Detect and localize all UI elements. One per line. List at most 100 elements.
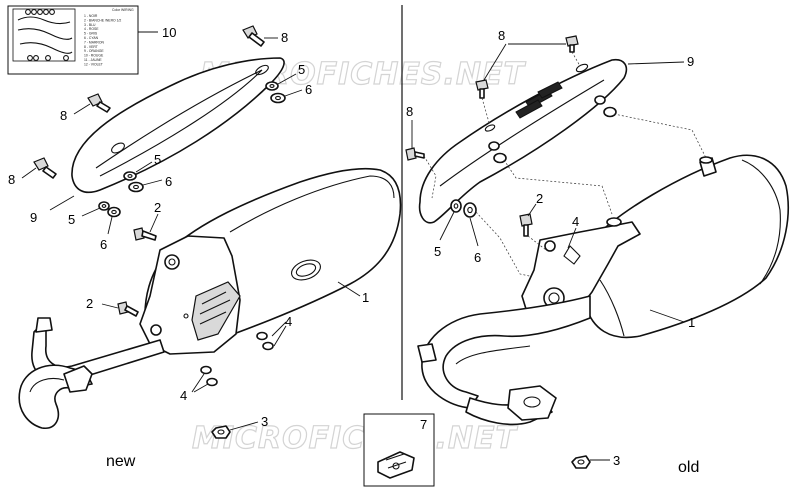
- washer-pair-old-top-right: [594, 95, 617, 118]
- leader-6-old: [469, 217, 479, 247]
- bolt-8-old-side: [405, 147, 425, 161]
- bolt-8-old-top: [565, 35, 579, 53]
- leader-9-new: [49, 195, 75, 211]
- label-8-new-mid: 8: [60, 108, 67, 123]
- legend-row: 5 - GRIS: [84, 32, 98, 36]
- bolt-2-new-lower: [117, 301, 139, 317]
- legend-row: 11 - JAUNE: [84, 58, 102, 62]
- label-3-old: 3: [613, 453, 620, 468]
- leader-5-new-mid: [135, 161, 153, 173]
- legend-row: 8 - VERT: [84, 45, 98, 49]
- leader-4-new-right-a: [271, 321, 287, 337]
- label-1-new: 1: [362, 290, 369, 305]
- label-8-new-top: 8: [281, 30, 288, 45]
- leader-4-new-left-b: [193, 383, 209, 393]
- leader-6-new-low: [107, 216, 113, 235]
- label-6-new-top: 6: [305, 82, 312, 97]
- label-2-new-lower: 2: [86, 296, 93, 311]
- guide-8-old-top: [571, 51, 581, 67]
- leader-9-old: [627, 61, 685, 65]
- label-8-new-low: 8: [8, 172, 15, 187]
- bolt-8-new-mid: [87, 93, 111, 113]
- legend-callout-circle: [31, 9, 37, 15]
- washer-6-new-low: [107, 206, 121, 218]
- label-2-old: 2: [536, 191, 543, 206]
- label-6-new-low: 6: [100, 237, 107, 252]
- bolt-8-old-mid: [475, 79, 489, 99]
- legend-row: 1 - NOIR: [84, 14, 98, 18]
- washer-5-new-top: [265, 81, 279, 91]
- leader-4-old: [567, 227, 577, 249]
- washer-4-new-right: [256, 331, 274, 351]
- legend-row: 2 - BIANCHE /NERO 1/2: [84, 18, 121, 22]
- label-1-old: 1: [688, 315, 695, 330]
- washer-6-old: [463, 202, 477, 218]
- caption-old: old: [678, 459, 699, 476]
- heat-shield-new: [71, 57, 285, 194]
- label-4-new-left: 4: [180, 388, 187, 403]
- watermark-bottom: MICROFICHES.NET: [192, 421, 519, 456]
- muffler-new: [18, 167, 402, 429]
- muffler-old: [417, 154, 789, 426]
- legend-callout-circle: [43, 9, 49, 15]
- legend-callout-circle: [33, 55, 39, 61]
- leader-5-old: [439, 211, 455, 241]
- leader-2-new-lower: [101, 303, 119, 309]
- leader-2-old: [527, 203, 537, 217]
- label-7: 7: [420, 417, 427, 432]
- caption-new: new: [106, 453, 136, 470]
- label-8-old-side: 8: [406, 104, 413, 119]
- washer-pair-old-top-left: [488, 141, 507, 164]
- nut-3-old: [571, 455, 591, 469]
- label-4-new-right: 4: [285, 314, 292, 329]
- legend-callout-circle: [37, 9, 43, 15]
- leader-1-old: [649, 309, 685, 323]
- bolt-8-new-top: [242, 25, 265, 47]
- legend-row: 9 - ORANGE: [84, 49, 104, 53]
- legend-row: 4 - ROSE: [84, 27, 99, 31]
- label-9-new: 9: [30, 210, 37, 225]
- clip-nut-7-box: [363, 413, 435, 487]
- washer-5-old: [450, 199, 462, 213]
- washer-5-new-low: [98, 201, 110, 211]
- washer-6-new-mid: [128, 181, 144, 193]
- label-8-old-top: 8: [498, 28, 505, 43]
- bolt-8-new-low: [33, 157, 57, 179]
- bolt-2-old: [519, 213, 533, 237]
- label-5-new-mid: 5: [154, 152, 161, 167]
- label-5-new-top: 5: [298, 62, 305, 77]
- guide-washer-old-low: [475, 211, 549, 281]
- label-3-new: 3: [261, 414, 268, 429]
- leader-6-new-mid: [142, 179, 163, 186]
- leader-8-new-mid: [73, 103, 91, 115]
- legend-callout-circle: [25, 9, 31, 15]
- label-6-old: 6: [474, 250, 481, 265]
- leader-4-new-right-b: [273, 325, 287, 347]
- leader-8-old-b: [483, 43, 507, 81]
- washer-6-new-top: [270, 92, 286, 104]
- leader-2-new-upper: [149, 213, 159, 233]
- guide-washer-old-left: [503, 159, 613, 215]
- label-9-old: 9: [687, 54, 694, 69]
- label-10: 10: [162, 25, 176, 40]
- legend-row: 10 - ROUGE: [84, 54, 104, 58]
- label-5-new-low: 5: [68, 212, 75, 227]
- guide-washer-old-right: [613, 113, 707, 159]
- guide-8-old-mid: [481, 97, 491, 127]
- label-2-new-upper: 2: [154, 200, 161, 215]
- leader-6-new-top: [284, 89, 303, 97]
- leader-4-new-left-a: [191, 373, 205, 393]
- leader-5-new-top: [277, 73, 297, 85]
- legend-row: 12 - VIOLET: [84, 62, 103, 66]
- legend-header: Color WIRING: [112, 8, 134, 12]
- label-6-new-mid: 6: [165, 174, 172, 189]
- legend-row: 7 - MARRON: [84, 40, 105, 44]
- legend-callout-circle: [63, 55, 69, 61]
- leader-8-new-low: [21, 167, 37, 179]
- legend-row: 3 - BLU: [84, 23, 96, 27]
- nut-3-new: [211, 425, 231, 439]
